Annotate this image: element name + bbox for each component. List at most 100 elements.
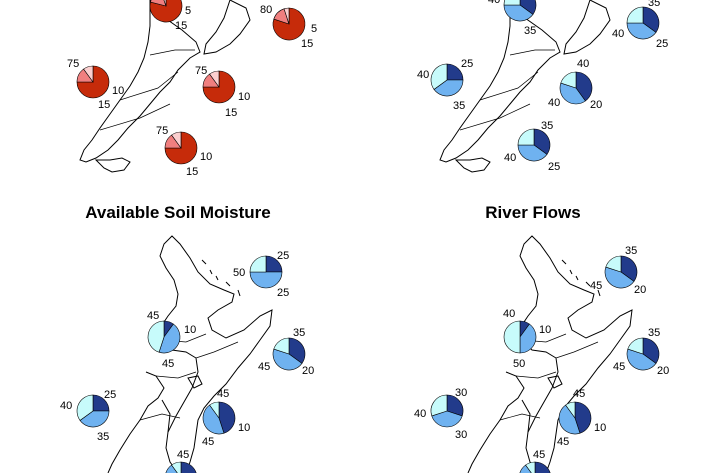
pie-label: 35	[293, 327, 305, 339]
pie-label: 30	[455, 387, 467, 399]
pie-slice-below	[249, 255, 267, 273]
pie-chart	[503, 0, 537, 22]
pie-slice-below	[171, 461, 182, 473]
pie-label: 40	[548, 97, 560, 109]
pie-chart	[272, 7, 306, 41]
pie-slice-below	[626, 6, 644, 24]
pie-label: 45	[613, 361, 625, 373]
pie-label: 10	[238, 422, 250, 434]
pie-slice-near	[433, 79, 464, 97]
pie-label: 20	[302, 365, 314, 377]
pie-label: 45	[177, 449, 189, 461]
pie-chart	[202, 70, 236, 104]
pie-label: 45	[147, 310, 159, 322]
pie-label: 45	[162, 358, 174, 370]
pie-slice-above	[533, 128, 551, 155]
pie-chart	[147, 320, 181, 354]
pie-slice-below	[147, 320, 165, 353]
pie-slice-above	[164, 131, 198, 165]
pie-slice-below	[209, 401, 220, 419]
pie-chart	[76, 394, 110, 428]
pie-slice-near	[202, 404, 225, 435]
pie-slice-near	[165, 464, 178, 473]
pie-chart	[272, 337, 306, 371]
pie-label: 40	[612, 28, 624, 40]
pie-label: 45	[590, 280, 602, 292]
pie-label: 25	[656, 38, 668, 50]
pie-slice-below	[503, 320, 521, 354]
pie-slice-below	[430, 394, 448, 417]
panel-temperature: 75 10 15 75 10 15 75 10 15 80 5 15 5 15	[67, 0, 317, 178]
pie-slice-near	[272, 348, 303, 371]
pie-label: 75	[67, 58, 79, 70]
pie-label: 25	[461, 58, 473, 70]
pie-slice-below	[565, 401, 576, 419]
pie-slice-below	[163, 0, 167, 7]
pie-slice-near	[517, 144, 548, 162]
pie-slice-near	[249, 271, 283, 289]
pie-slice-above	[180, 461, 197, 473]
pie-slice-near	[503, 4, 534, 22]
pie-chart	[165, 461, 197, 473]
pie-label: 40	[414, 408, 426, 420]
pie-label: 5	[311, 23, 317, 35]
pie-label: 45	[533, 449, 545, 461]
pie-label: 45	[202, 436, 214, 448]
pie-label: 40	[488, 0, 500, 6]
pie-chart	[604, 255, 638, 289]
panel-title: Available Soil Moisture	[85, 203, 270, 222]
pie-label: 15	[225, 107, 237, 119]
pie-slice-near	[158, 323, 181, 354]
pie-chart	[202, 401, 236, 435]
pie-chart	[559, 71, 593, 105]
pie-chart	[164, 131, 198, 165]
pie-slice-below	[503, 0, 521, 6]
pie-slice-below	[283, 7, 290, 25]
pie-slice-near	[519, 464, 532, 473]
pie-label: 35	[648, 0, 660, 9]
pie-label: 10	[184, 324, 196, 336]
pie-label: 75	[195, 65, 207, 77]
pie-label: 25	[277, 287, 289, 299]
pie-slice-above	[218, 401, 236, 434]
pie-chart	[430, 394, 464, 428]
pie-label: 45	[258, 361, 270, 373]
pie-label: 20	[590, 99, 602, 111]
pie-slice-below	[273, 337, 290, 355]
pie-slice-below	[517, 128, 535, 146]
pie-slice-above	[575, 71, 593, 102]
pie-slice-near	[626, 22, 657, 40]
pie-label: 30	[455, 429, 467, 441]
pie-slice-above	[149, 0, 183, 23]
pie-slice-below	[560, 71, 577, 89]
pie-slice-above	[642, 337, 660, 364]
pie-slice-below	[525, 461, 536, 473]
pie-slice-near	[431, 410, 463, 428]
pie-chart	[626, 6, 660, 40]
pie-label: 45	[217, 388, 229, 400]
pie-label: 40	[60, 400, 72, 412]
pie-slice-near	[519, 323, 537, 354]
pie-label: 10	[238, 91, 250, 103]
pie-label: 50	[513, 358, 525, 370]
nz-map-north-island	[107, 235, 273, 473]
pie-label: 50	[233, 267, 245, 279]
pie-slice-below	[627, 337, 644, 355]
pie-label: 80	[260, 4, 272, 16]
pie-chart	[76, 65, 110, 99]
pie-label: 35	[625, 245, 637, 257]
pie-slice-below	[76, 394, 94, 421]
pie-slice-near	[150, 0, 167, 7]
pie-chart	[149, 0, 183, 23]
pie-label: 5	[185, 5, 191, 17]
pie-label: 40	[503, 308, 515, 320]
nz-map-south-island	[439, 0, 611, 173]
pie-slice-above	[534, 461, 551, 473]
pie-chart	[430, 63, 464, 97]
pie-slice-near	[559, 82, 586, 105]
pie-chart	[626, 337, 660, 371]
pie-label: 25	[548, 161, 560, 173]
nz-map-south-island	[79, 0, 251, 173]
pie-label: 45	[573, 388, 585, 400]
